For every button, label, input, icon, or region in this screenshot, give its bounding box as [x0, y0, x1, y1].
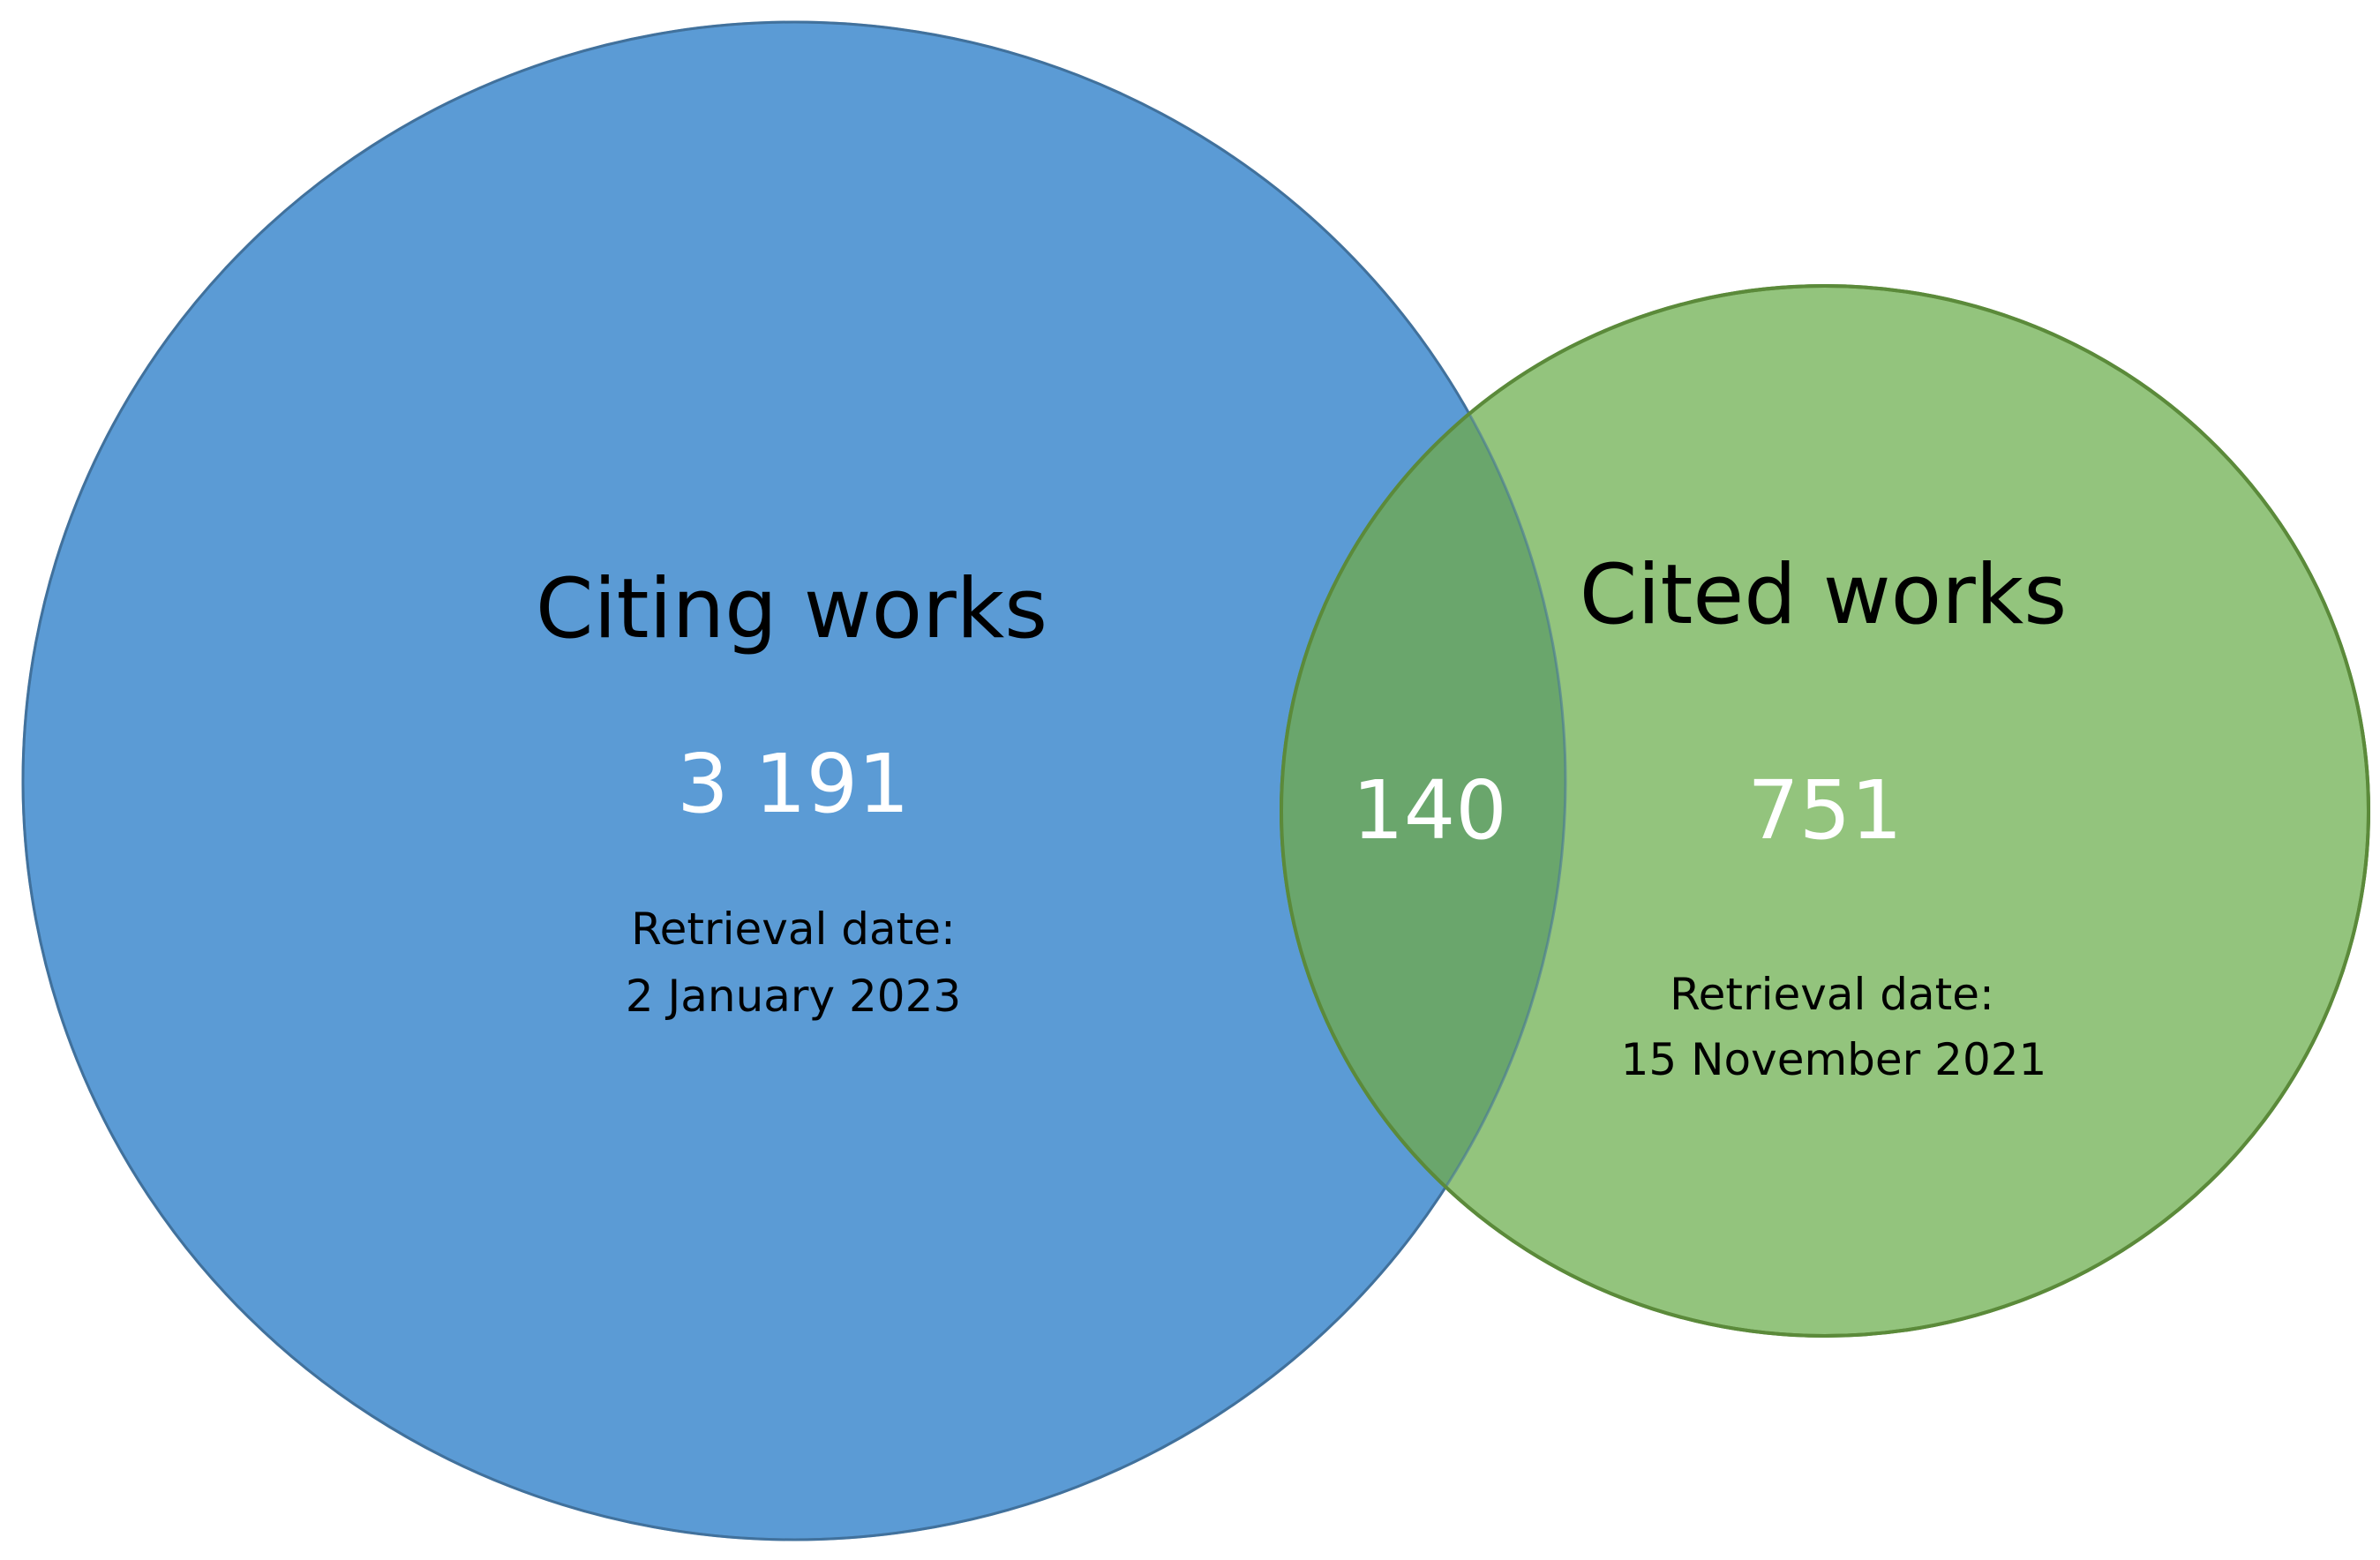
cited-works-date-caption: Retrieval date: [1670, 969, 1994, 1020]
cited-works-label: Cited works [1580, 547, 2067, 643]
citing-works-count: 3 191 [677, 737, 909, 831]
citing-works-outline [21, 20, 1567, 1541]
cited-works-date-value: 15 November 2021 [1621, 1034, 2047, 1085]
cited-works-count: 751 [1747, 763, 1903, 858]
citing-works-date-caption: Retrieval date: [631, 904, 956, 955]
intersection-count: 140 [1352, 763, 1507, 858]
citing-works-label: Citing works [536, 561, 1047, 657]
cited-works-outline [1280, 284, 2370, 1338]
citing-works-date-value: 2 January 2023 [626, 971, 961, 1022]
